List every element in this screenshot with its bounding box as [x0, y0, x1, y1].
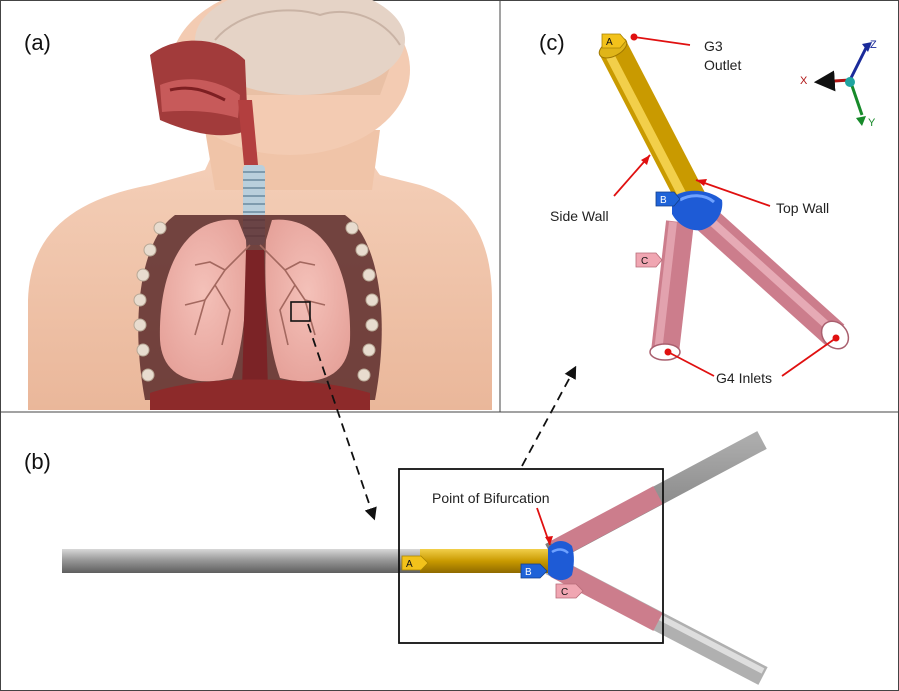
axis-z-label: Z	[870, 39, 877, 51]
dashed-arrow-b-to-c	[522, 368, 575, 466]
anatomy-illustration	[28, 0, 492, 410]
axis-y-label: Y	[868, 117, 876, 129]
tag-a-b-text: A	[406, 559, 413, 570]
outlet-label-line2: Outlet	[704, 57, 741, 73]
top-wall-label: Top Wall	[776, 200, 829, 216]
axis-triad: X Y Z	[800, 39, 877, 129]
tag-c-b-text: C	[561, 587, 568, 598]
tag-a-c-text: A	[606, 37, 613, 48]
bifurcation-label: Point of Bifurcation	[432, 490, 550, 506]
outlet-label-line1: G3	[704, 38, 723, 54]
tag-c-c: C	[636, 253, 662, 267]
panel-b-label: (b)	[24, 449, 51, 474]
tag-c-c-text: C	[641, 256, 648, 267]
panel-c-label: (c)	[539, 30, 565, 55]
side-wall-label: Side Wall	[550, 208, 609, 224]
tag-b-b-text: B	[525, 567, 532, 578]
panel-a-label: (a)	[24, 30, 51, 55]
inlets-label: G4 Inlets	[716, 370, 772, 386]
bifurcation-3d-model	[596, 34, 854, 360]
tag-b-c-text: B	[660, 195, 667, 206]
axis-x-label: X	[800, 75, 808, 87]
